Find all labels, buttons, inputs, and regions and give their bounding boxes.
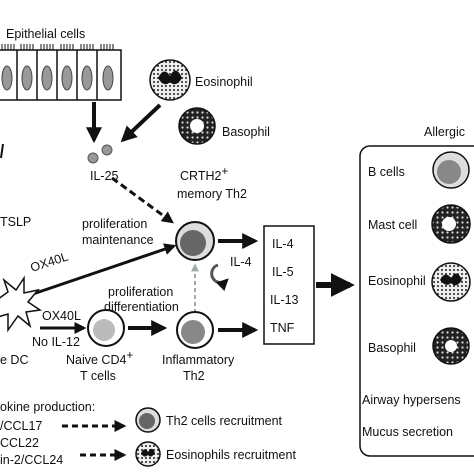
epithelial-cells [0, 44, 122, 101]
il25-granules [87, 144, 113, 164]
il4-loop-label: IL-4 [230, 255, 252, 269]
th2-recruit-label: Th2 cells recruitment [166, 414, 283, 428]
no-il12-label: No IL-12 [32, 335, 80, 349]
epithelial-label: Epithelial cells [6, 27, 85, 41]
tslp-label: TSLP [0, 215, 31, 229]
memory-th2-label: memory Th2 [177, 187, 247, 201]
effector-basophil: Basophil [368, 341, 416, 355]
naive-cd4-cell [87, 309, 125, 347]
allergic-label: Allergic [424, 125, 465, 139]
ccl24-label: in-2/CCL24 [0, 453, 63, 467]
arrow-eosinophil-il25 [120, 103, 162, 143]
cytokine-tnf: TNF [270, 321, 295, 335]
basophil-cell-top [178, 107, 216, 145]
effector-b-cells: B cells [368, 165, 405, 179]
mast-cell-icon [431, 204, 471, 244]
arrow-il25-memory [111, 176, 174, 224]
il25-label: IL-25 [90, 169, 119, 183]
ccl22-label: CCL22 [0, 436, 39, 450]
prolif-diff-label-2: differentiation [104, 300, 179, 314]
b-cell-icon [432, 151, 470, 189]
mucus-label: Mucus secretion [362, 425, 453, 439]
tslp-fragment-line [0, 143, 4, 159]
eosinophil-label: Eosinophil [195, 75, 253, 89]
ox40l-upper-label: OX40L [29, 249, 70, 274]
chemokine-title: okine production: [0, 400, 95, 414]
prolif-diff-label-1: proliferation [108, 285, 173, 299]
inflammatory-th2-cell [176, 311, 214, 349]
eosinophil-icon [431, 262, 471, 302]
inflam-label-1: Inflammatory [162, 353, 235, 367]
cytokine-il13: IL-13 [270, 293, 299, 307]
dc-label: e DC [0, 353, 28, 367]
memory-th2-cell [175, 221, 215, 261]
basophil-label: Basophil [222, 125, 270, 139]
ox40l-lower-label: OX40L [42, 309, 81, 323]
prolif-maint-label-2: maintenance [82, 233, 154, 247]
eos-recruit-label: Eosinophils recruitment [166, 448, 296, 462]
cytokine-box [263, 225, 315, 345]
airway-label: Airway hypersens [362, 393, 461, 407]
arrow-dc-memory [29, 243, 177, 297]
allergic-box [359, 145, 474, 457]
th2-recruit-icon [135, 407, 161, 433]
dendritic-cell [0, 275, 43, 333]
naive-label-2: T cells [80, 369, 116, 383]
ccl17-label: /CCL17 [0, 419, 42, 433]
naive-label-1: Naive CD4+ [66, 350, 133, 367]
basophil-icon [432, 327, 470, 365]
prolif-maint-label-1: proliferation [82, 217, 147, 231]
effector-mast-cell: Mast cell [368, 218, 417, 232]
crth2-label: CRTH2+ [180, 166, 228, 183]
eosinophil-cell-top [149, 59, 191, 101]
effector-eosinophil: Eosinophil [368, 274, 426, 288]
eos-recruit-icon [135, 441, 161, 467]
cytokine-il5: IL-5 [272, 265, 294, 279]
cytokine-il4: IL-4 [272, 237, 294, 251]
il4-loop-arrow [210, 263, 229, 292]
inflam-label-2: Th2 [183, 369, 205, 383]
